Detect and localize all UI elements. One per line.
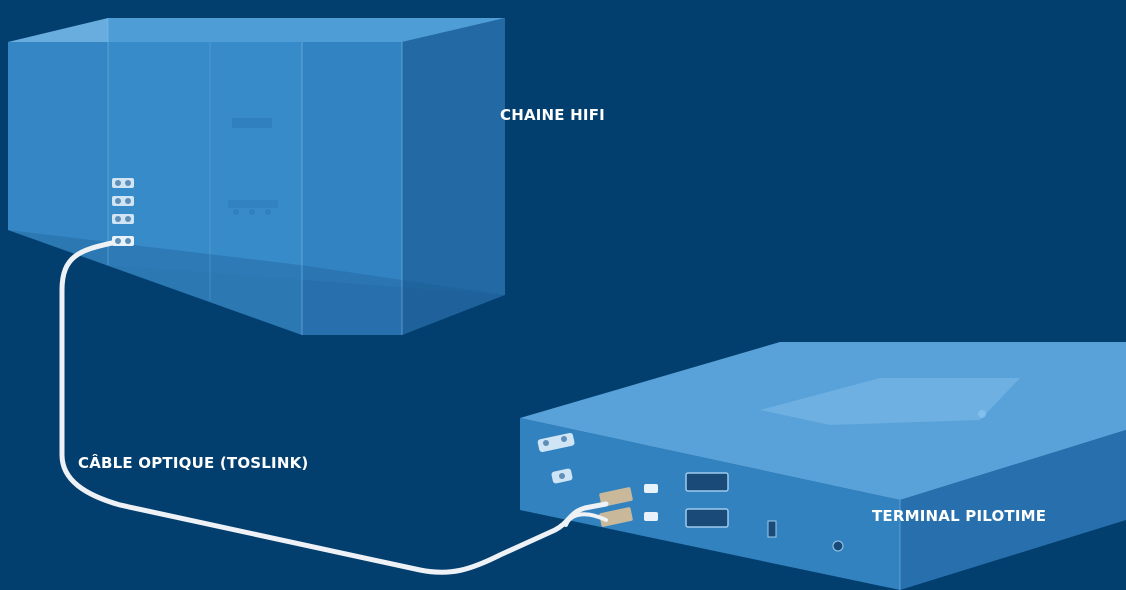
hifi-jacks bbox=[112, 178, 134, 246]
hifi-label: CHAINE HIFI bbox=[500, 106, 605, 124]
terminal-port bbox=[767, 520, 777, 538]
terminal-jack-optical bbox=[599, 487, 633, 507]
terminal-label: TERMINAL PILOTIME bbox=[872, 507, 1047, 525]
terminal-jack bbox=[644, 484, 658, 493]
terminal-pilotime bbox=[520, 342, 1126, 590]
cable-path bbox=[59, 240, 609, 575]
hifi-front-face bbox=[8, 42, 302, 335]
terminal-top-panel bbox=[760, 378, 1020, 425]
optical-cable bbox=[59, 240, 609, 575]
terminal-jack-optical bbox=[599, 507, 633, 527]
terminal-port-round bbox=[832, 540, 844, 552]
hifi-system bbox=[8, 18, 505, 335]
terminal-scart bbox=[685, 472, 729, 492]
terminal-front-face bbox=[520, 418, 900, 590]
cable-label: CÂBLE OPTIQUE (TOSLINK) bbox=[78, 454, 309, 472]
hifi-bottom-face bbox=[8, 230, 505, 335]
cable-path-second bbox=[564, 512, 608, 527]
hifi-right-module bbox=[302, 42, 402, 335]
terminal-jack bbox=[644, 512, 658, 521]
terminal-scart bbox=[685, 508, 729, 528]
hifi-side-face bbox=[402, 18, 505, 335]
terminal-jacks bbox=[537, 432, 658, 527]
terminal-side-face bbox=[900, 430, 1126, 590]
